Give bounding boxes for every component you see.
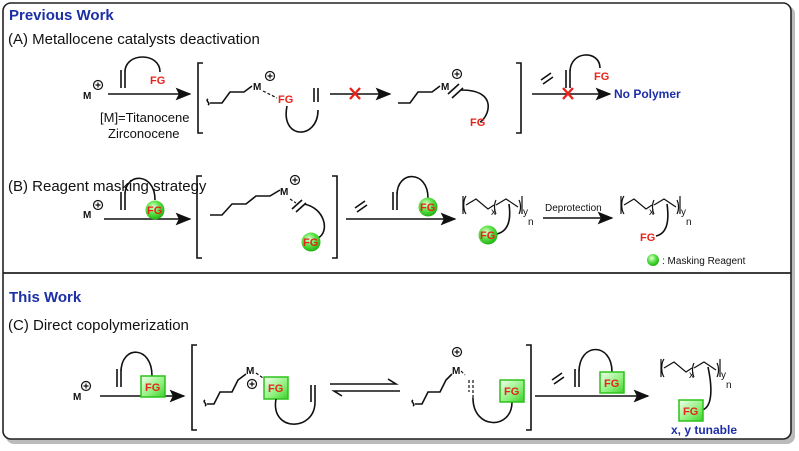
monomer-structure [120, 56, 161, 88]
coordination-bond [262, 90, 278, 99]
fg-label: FG [420, 202, 435, 214]
masking-reagent-ball [301, 232, 321, 252]
equilibrium-forward-arrow [330, 378, 399, 385]
cation-plus-icon [451, 346, 463, 358]
bracket-right [526, 344, 532, 431]
subscript-n: n [528, 217, 534, 228]
polymer-chain [411, 373, 453, 407]
fg-box [140, 375, 166, 398]
cation-plus-icon [289, 174, 301, 186]
ethylene-monomer [540, 54, 601, 88]
ethylene-monomer [551, 348, 613, 387]
metal-label: M [73, 392, 81, 403]
bracket-right [332, 175, 338, 259]
metal-label: M [253, 82, 261, 93]
row-a: M FG [M]=Titanocene Zirconocene M FG M F… [83, 54, 681, 141]
subscript-x: x [491, 207, 496, 218]
cation-plus-icon [264, 70, 276, 82]
fg-box [499, 379, 525, 403]
subscript-y: y [681, 207, 686, 218]
fg-label: FG [683, 406, 698, 418]
cation-plus-icon [451, 68, 463, 80]
metal-label: M [441, 82, 449, 93]
masking-reagent-ball [478, 225, 498, 245]
no-polymer-label: No Polymer [614, 87, 681, 101]
deprotection-label: Deprotection [545, 203, 602, 214]
bracket-left [197, 62, 203, 134]
polymer-chain [210, 189, 281, 216]
blocked-x-icon [349, 87, 361, 100]
ethylene-monomer [354, 175, 429, 213]
section-c-title: (C) Direct copolymerization [8, 317, 189, 334]
cation-plus-icon [92, 79, 104, 91]
legend-masking-reagent: : Masking Reagent [662, 256, 746, 267]
fg-label: FG [303, 237, 318, 249]
polymer-chain [398, 85, 441, 104]
cation-plus-icon [92, 199, 104, 211]
metal-label: M [452, 366, 460, 377]
subscript-n: n [686, 217, 692, 228]
fg-label: FG [470, 117, 485, 129]
section-a-title: (A) Metallocene catalysts deactivation [8, 31, 260, 48]
metal-label: M [83, 91, 91, 102]
polymer-chain [206, 85, 253, 106]
monomer-structure [116, 351, 153, 387]
fg-label: FG [147, 205, 162, 217]
coordinated-alkene [291, 199, 326, 239]
fg-label: FG [480, 230, 495, 242]
legend-masking-ball-icon [647, 254, 659, 266]
tether-alkene [274, 385, 316, 425]
frame [2, 2, 792, 440]
fg-label: FG [145, 382, 160, 394]
masked-copolymer: x y n FG [462, 195, 534, 245]
fg-label: FG [278, 94, 293, 106]
tunable-label: x, y tunable [671, 423, 737, 437]
section-b-title: (B) Reagent masking strategy [8, 178, 207, 195]
fg-box [599, 371, 625, 394]
row-c: M FG M FG M FG FG x y n [73, 344, 737, 437]
row-b: M FG M FG FG x y n FG Deprotection [83, 174, 746, 267]
functional-copolymer: x y n FG [620, 195, 692, 244]
masking-reagent-ball [145, 200, 165, 220]
equilibrium-reverse-arrow [331, 390, 400, 397]
fg-label: FG [640, 232, 655, 244]
subscript-y: y [523, 207, 528, 218]
polymer-chain [203, 373, 247, 407]
subscript-n: n [726, 380, 732, 391]
fg-label: FG [150, 75, 165, 87]
catalyst-label-2: Zirconocene [108, 126, 180, 141]
previous-work-heading: Previous Work [9, 7, 114, 24]
fg-label: FG [268, 383, 283, 395]
fg-box [678, 399, 704, 422]
blocked-x-icon [562, 87, 574, 100]
subscript-x: x [689, 370, 694, 381]
metal-label: M [246, 366, 254, 377]
coordination-bond [460, 370, 474, 398]
coordinated-alkene [447, 83, 490, 123]
masking-reagent-ball [418, 197, 438, 217]
cation-plus-icon [246, 378, 258, 390]
coordination-bond [255, 372, 264, 379]
metal-label: M [280, 187, 288, 198]
catalyst-label-1: [M]=Titanocene [100, 110, 189, 125]
bracket-left [191, 344, 197, 431]
subscript-y: y [721, 370, 726, 381]
fg-label: FG [604, 378, 619, 390]
fg-label: FG [504, 386, 519, 398]
coordination-bond [289, 198, 297, 204]
fg-label: FG [594, 71, 609, 83]
this-work-heading: This Work [9, 289, 82, 306]
cation-plus-icon [80, 380, 92, 392]
monomer-structure [120, 177, 156, 210]
tether [472, 397, 513, 424]
bracket-right [516, 62, 522, 134]
subscript-x: x [649, 207, 654, 218]
tether-alkene [285, 88, 319, 133]
metal-label: M [83, 210, 91, 221]
direct-copolymer: x y n FG [660, 358, 732, 422]
bracket-left [196, 175, 202, 259]
